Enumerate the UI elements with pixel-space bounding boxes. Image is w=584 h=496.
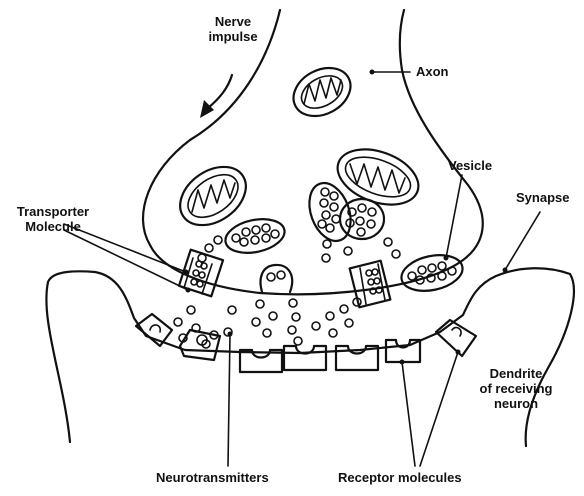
transporter-line2: Molecule (4, 219, 102, 234)
transporter-molecule-right (350, 261, 391, 308)
nerve-impulse-line1: Nerve (196, 14, 270, 29)
vesicle-right (398, 250, 466, 296)
nerve-impulse-label: Nerve impulse (196, 14, 270, 44)
pointer-lines (64, 70, 540, 467)
axon-label: Axon (416, 64, 449, 79)
mitochondrion-left (169, 155, 257, 237)
neurotransmitters-label: Neurotransmitters (156, 470, 269, 485)
receptor-molecule-4 (284, 346, 326, 370)
receptor-molecule-2 (180, 330, 220, 360)
vesicle-middle (340, 199, 384, 239)
receptor-molecule-1 (136, 314, 172, 346)
dendrite-label: Dendrite of receiving neuron (470, 366, 562, 411)
dendrite-line3: neuron (470, 396, 562, 411)
neurotransmitter-molecules (174, 236, 400, 348)
synapse-label: Synapse (516, 190, 569, 205)
transporter-molecule-label: Transporter Molecule (4, 204, 102, 234)
vesicle-left (222, 214, 287, 258)
dendrite-line1: Dendrite (470, 366, 562, 381)
vesicle-label: Vesicle (448, 158, 492, 173)
dendrite-line2: of receiving (470, 381, 562, 396)
mitochondrion-right (330, 139, 426, 215)
mitochondrion-top (285, 58, 359, 125)
receptor-molecules-label: Receptor molecules (338, 470, 462, 485)
fusing-vesicle (261, 265, 293, 292)
nerve-impulse-line2: impulse (196, 29, 270, 44)
transporter-line1: Transporter (4, 204, 102, 219)
